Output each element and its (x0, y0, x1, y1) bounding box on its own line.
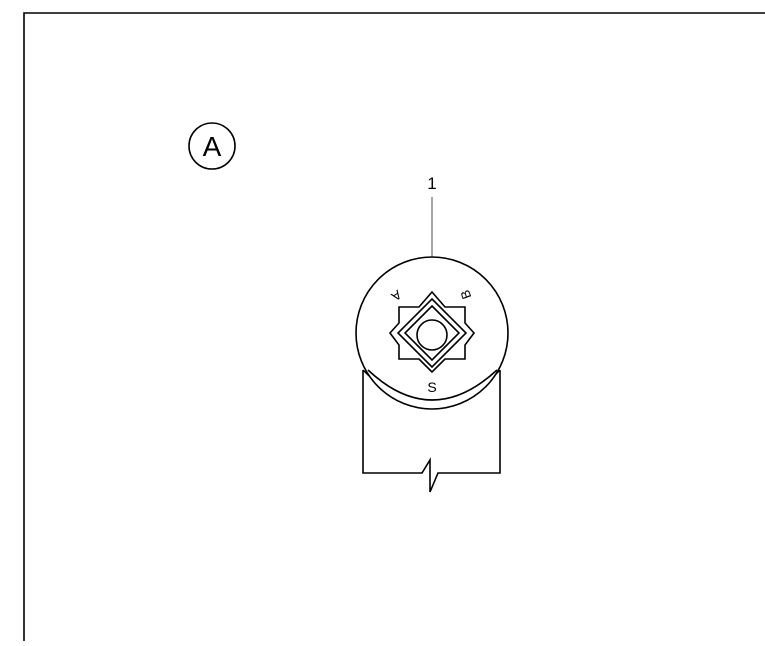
hub-star-outer (388, 290, 476, 374)
hub-diamond (396, 297, 468, 369)
dial-bracket-overlap (367, 369, 498, 401)
bracket-outline (362, 370, 501, 493)
page-border (23, 12, 765, 641)
callout-number: 1 (427, 174, 436, 193)
view-label-text: A (203, 131, 222, 162)
view-label: A (188, 122, 236, 170)
dial-mark-s: S (427, 379, 436, 395)
hub-center-circle (416, 319, 448, 351)
view-label-circle (188, 122, 236, 170)
rotary-dial: A B S (355, 256, 509, 410)
dial-outer-ring (355, 256, 509, 410)
dial-hub (388, 290, 476, 374)
hub-diamond-inner (403, 304, 461, 362)
